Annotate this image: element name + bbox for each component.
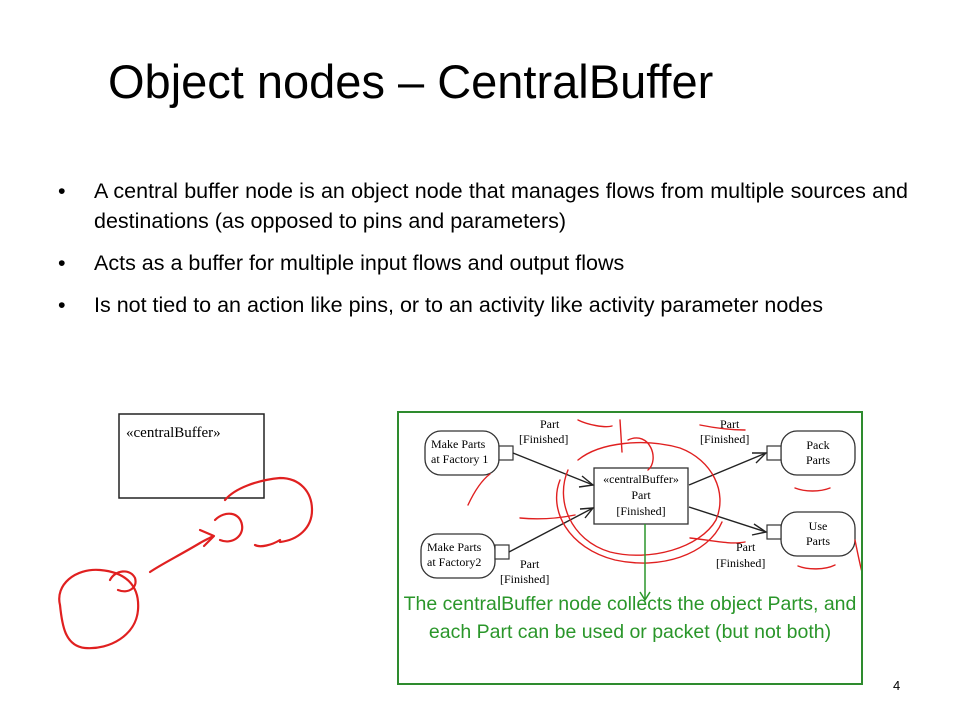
annotation-arrow [639, 524, 651, 602]
red-ink-annotation [58, 476, 314, 650]
flow-label: [Finished] [716, 556, 765, 570]
flow-label: Part [736, 540, 756, 554]
flow-label: Part [540, 417, 560, 431]
buffer-state: [Finished] [616, 504, 665, 518]
bullet-item: • Is not tied to an action like pins, or… [58, 290, 908, 320]
action-label-line: Pack [806, 438, 829, 452]
bullet-text: Acts as a buffer for multiple input flow… [94, 251, 625, 275]
page-number: 4 [893, 678, 901, 693]
central-buffer-notation-box [118, 413, 265, 499]
slide-title: Object nodes – CentralBuffer [108, 55, 714, 108]
diagram-caption: The centralBuffer node collects the obje… [403, 593, 857, 643]
bullet-text: Is not tied to an action like pins, or t… [94, 293, 823, 317]
bullet-list: • A central buffer node is an object nod… [58, 176, 908, 332]
buffer-stereotype: «centralBuffer» [603, 472, 679, 486]
bullet-marker: • [58, 251, 66, 275]
flow-label: Part [520, 557, 540, 571]
central-buffer-stereotype-label: «centralBuffer» [126, 425, 221, 441]
bullet-marker: • [58, 293, 66, 317]
action-label-line: at Factory 1 [431, 452, 488, 466]
bullet-item: • A central buffer node is an object nod… [58, 176, 908, 236]
activity-diagram: Make Parts at Factory 1 Make Parts at Fa… [420, 417, 856, 586]
bullet-marker: • [58, 179, 66, 203]
object-flows [508, 452, 768, 553]
action-label-line: Use [809, 519, 828, 533]
flow-label: [Finished] [700, 432, 749, 446]
central-buffer-node [593, 467, 689, 525]
action-label-line: Parts [806, 534, 830, 548]
buffer-object-type: Part [631, 488, 651, 502]
bullet-text: A central buffer node is an object node … [94, 179, 908, 233]
action-label-line: at Factory2 [427, 555, 481, 569]
action-label-line: Parts [806, 453, 830, 467]
bullet-item: • Acts as a buffer for multiple input fl… [58, 248, 908, 278]
diagram-frame [397, 411, 863, 685]
action-label-line: Make Parts [427, 540, 482, 554]
flow-label: Part [720, 417, 740, 431]
action-label-line: Make Parts [431, 437, 486, 451]
input-pin [766, 445, 782, 461]
flow-label: [Finished] [500, 572, 549, 586]
flow-label: [Finished] [519, 432, 568, 446]
